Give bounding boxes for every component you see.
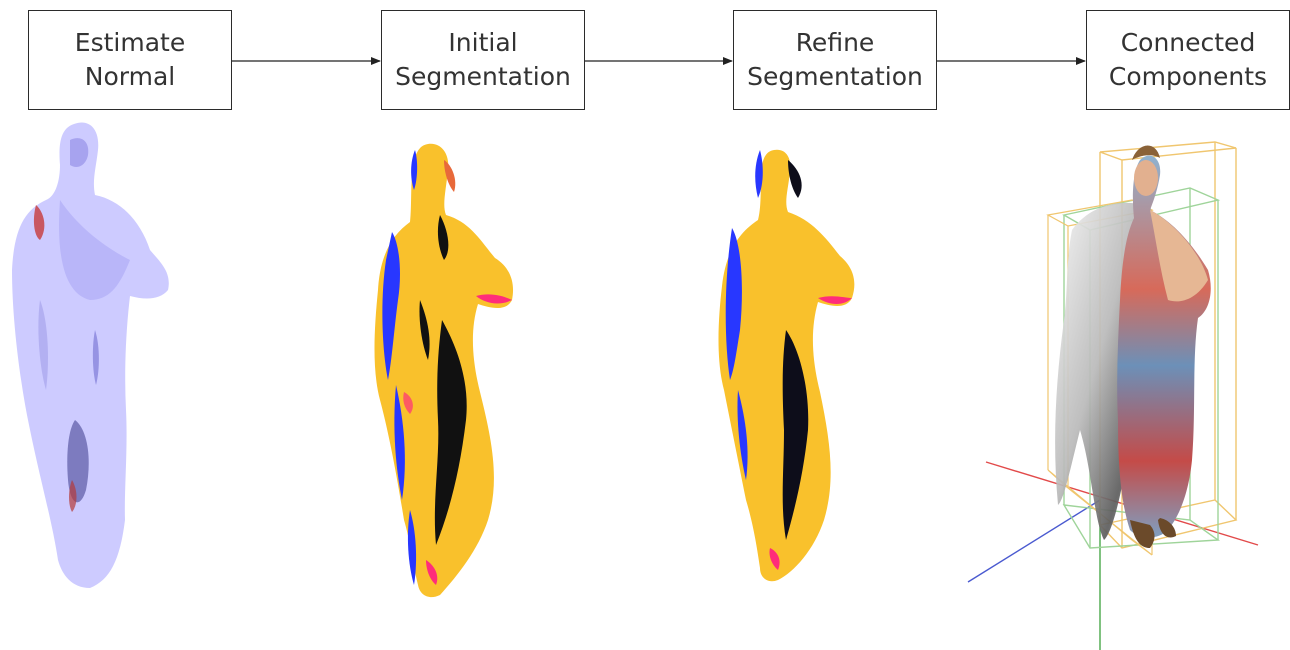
initial-segmentation-figure — [375, 144, 514, 597]
refined-segmentation-figure — [719, 150, 855, 582]
head-shape — [1134, 160, 1158, 196]
connected-components-figure — [968, 142, 1258, 650]
normal-point-cloud-figure — [12, 122, 169, 588]
z-axis-line — [968, 500, 1100, 582]
